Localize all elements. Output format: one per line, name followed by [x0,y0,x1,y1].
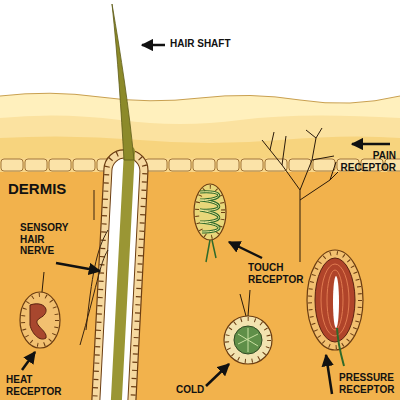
pain-receptor [262,128,338,262]
part-label: TOUCH RECEPTOR [248,262,314,285]
pressure-receptor [307,250,363,366]
part-label: PRESSURE RECEPTOR [339,372,397,395]
heat-receptor [20,272,60,348]
part-label: COLD [176,384,216,396]
cold-receptor [224,290,272,364]
part-label: HAIR SHAFT [170,38,260,50]
part-label: SENSORY HAIR NERVE [20,222,72,257]
part-label: DERMIS [8,180,88,197]
hair-shaft [112,4,134,160]
epidermis-low [0,136,400,400]
part-label: HEAT RECEPTOR [6,374,68,397]
touch-receptor [194,184,226,262]
dermis [0,172,400,400]
part-label: PAIN RECEPTOR [338,150,396,173]
epidermis-top [0,93,400,400]
leader-arrows [22,45,390,394]
cell-row [0,158,400,172]
epidermis-mid [0,115,400,400]
